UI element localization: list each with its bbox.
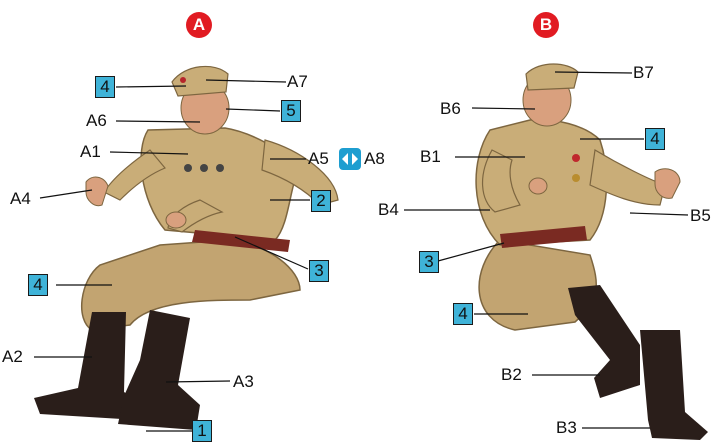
label-b7: B7	[633, 63, 654, 82]
label-b6: B6	[440, 99, 461, 118]
part-box-b-4-chest: 4	[645, 128, 665, 150]
part-box-a-5: 5	[281, 100, 301, 122]
figure-a	[34, 65, 339, 430]
label-a1: A1	[80, 142, 101, 161]
label-a6: A6	[86, 111, 107, 130]
part-box-a-2: 2	[311, 190, 331, 212]
part-box-b-3: 3	[419, 251, 439, 273]
part-box-a-3: 3	[309, 260, 329, 282]
leader-lines-b	[404, 71, 689, 429]
label-a2: A2	[2, 347, 23, 366]
part-box-a-1: 1	[192, 420, 212, 442]
label-b3: B3	[556, 418, 577, 437]
label-a3: A3	[233, 372, 254, 391]
label-a4: A4	[10, 189, 31, 208]
swap-arrows-icon	[339, 148, 361, 170]
part-box-a-4-cap: 4	[95, 76, 115, 98]
panel-b-badge: B	[533, 12, 559, 38]
part-box-a-4-knee: 4	[28, 274, 48, 296]
label-a7: A7	[287, 72, 308, 91]
label-a5: A5	[308, 149, 329, 168]
part-box-b-4-knee: 4	[453, 303, 473, 325]
label-b4: B4	[378, 200, 399, 219]
figure-b	[475, 63, 708, 440]
label-b2: B2	[501, 365, 522, 384]
leader-lines-a	[34, 79, 310, 432]
panel-a-badge: A	[186, 12, 212, 38]
label-a8: A8	[364, 149, 385, 168]
label-b5: B5	[690, 206, 711, 225]
label-b1: B1	[420, 147, 441, 166]
